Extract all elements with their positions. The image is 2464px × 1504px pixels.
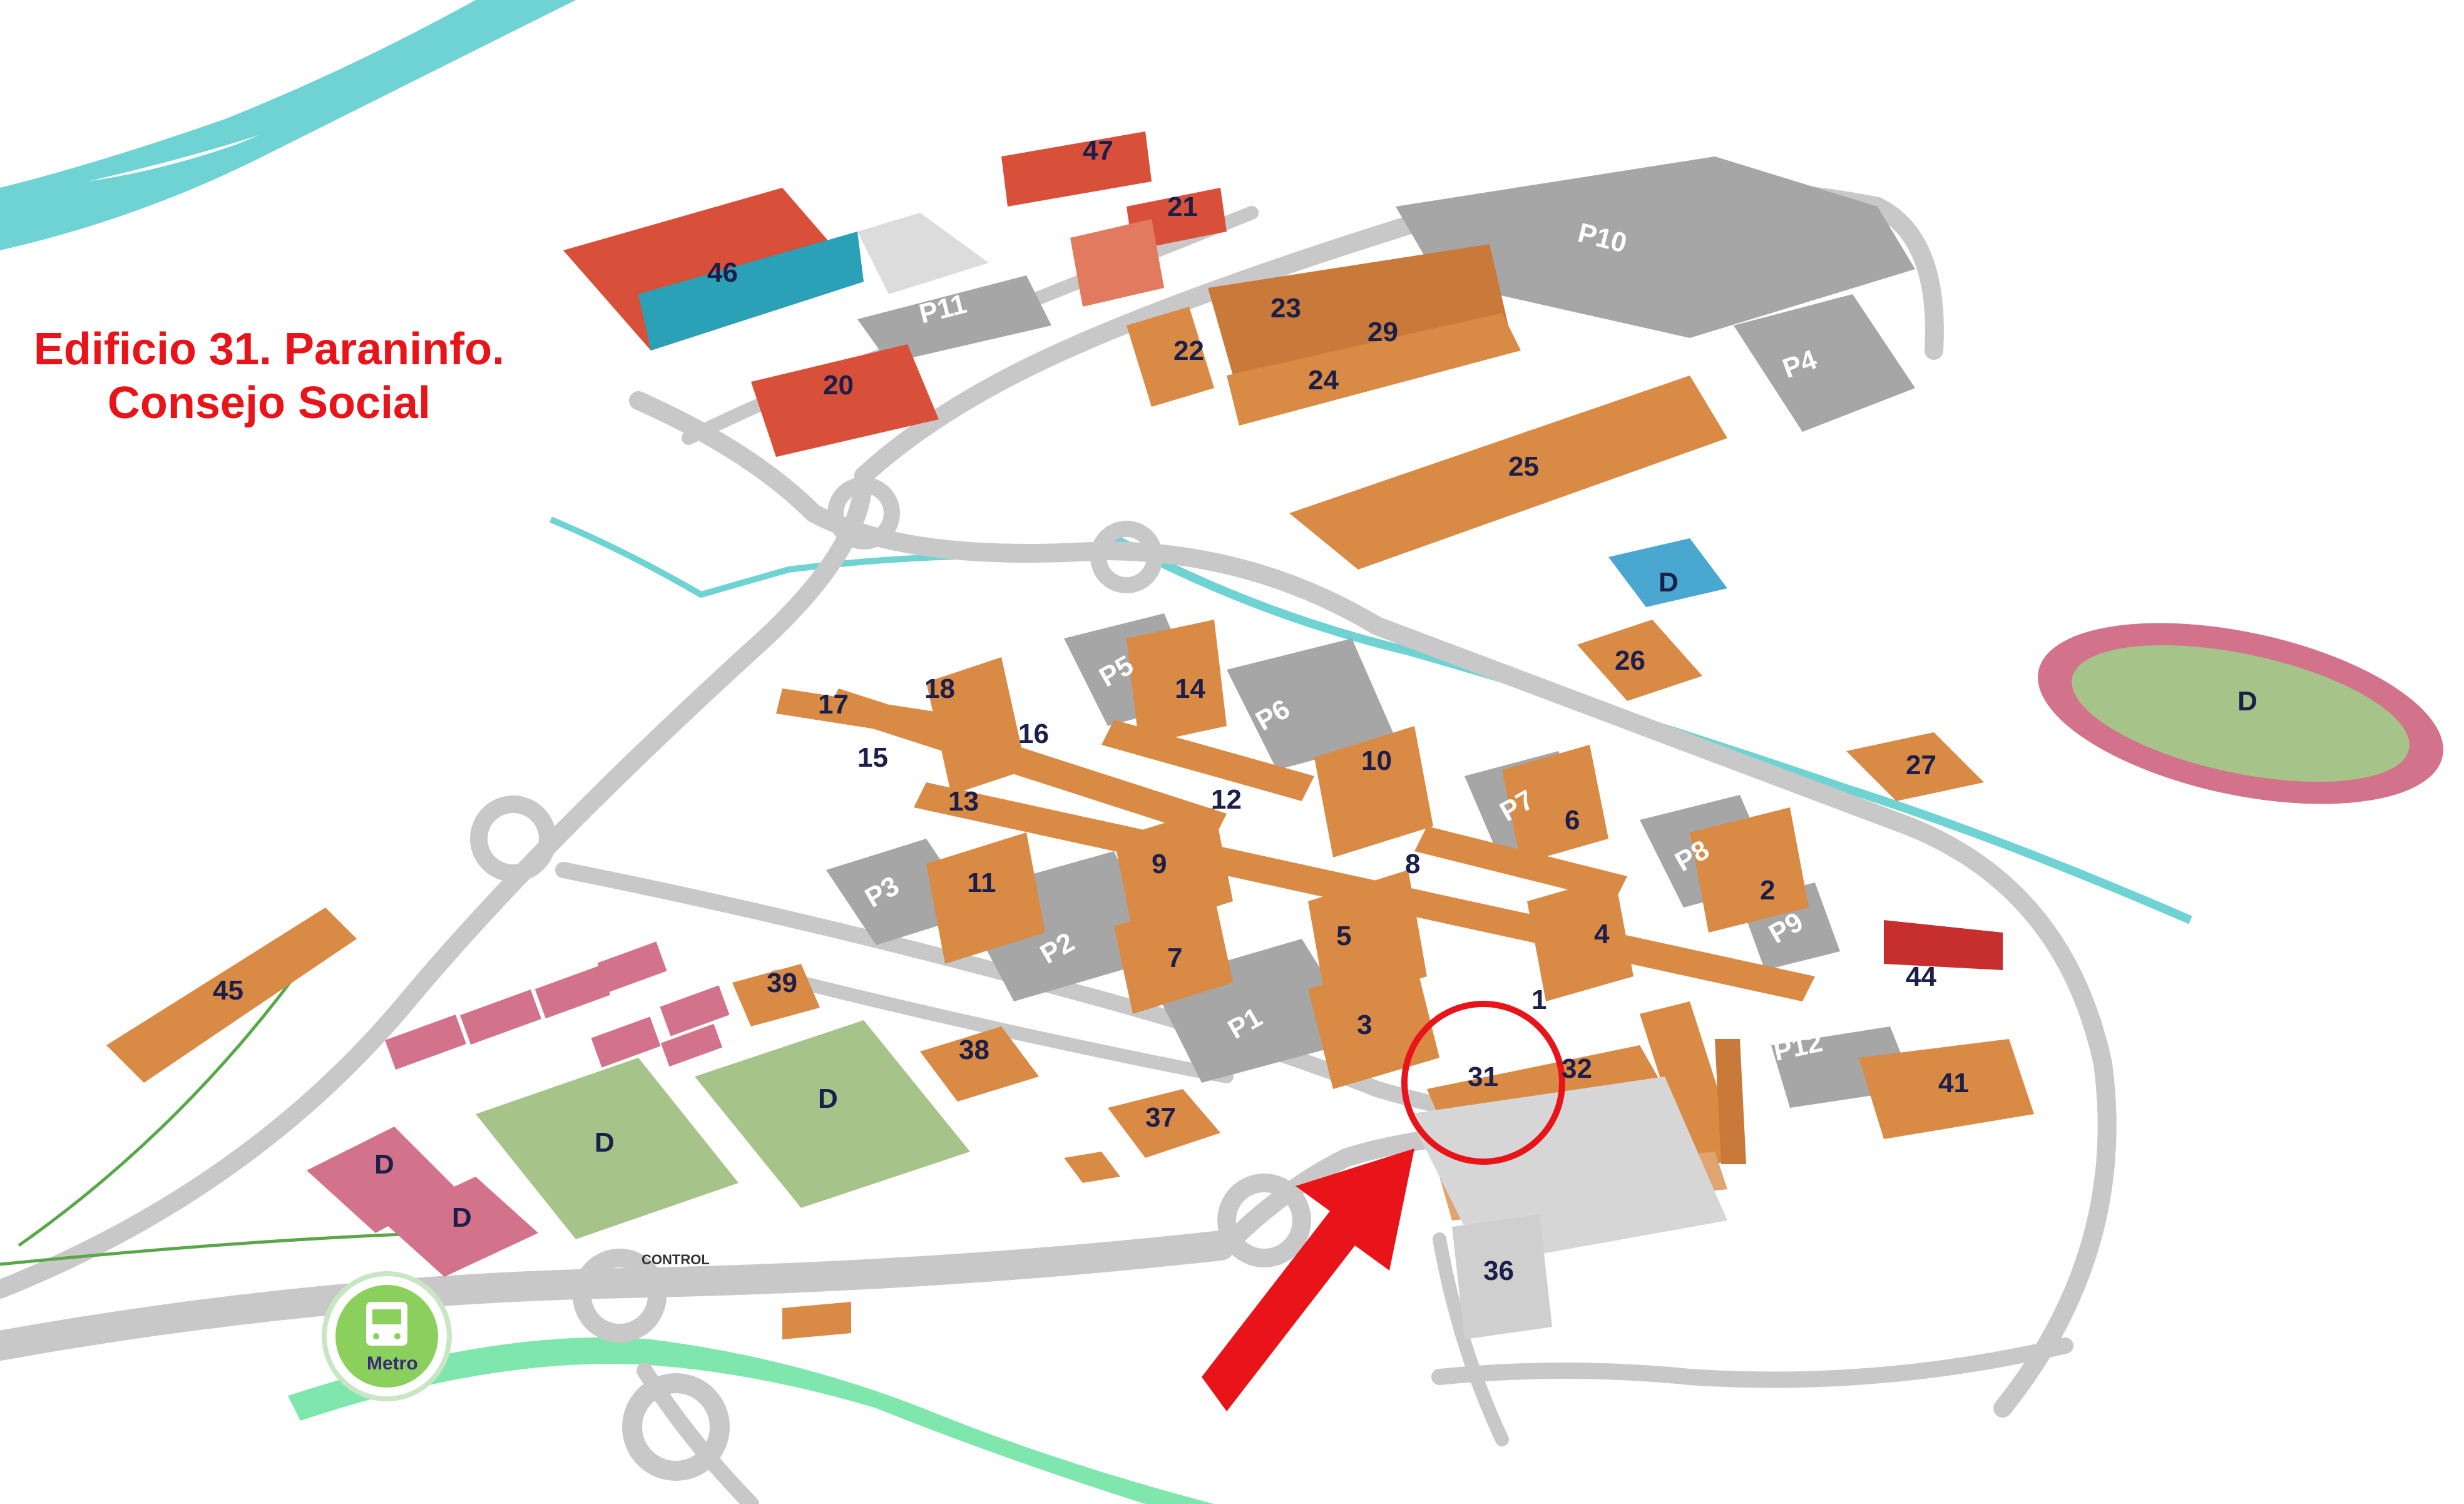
roundabout-center	[1090, 521, 1163, 593]
building-label-47: 47	[1083, 135, 1113, 166]
building-label-14: 14	[1175, 673, 1205, 704]
river-south	[288, 1337, 1214, 1504]
building-label-2: 2	[1760, 875, 1775, 906]
building-label-18: 18	[924, 673, 955, 704]
metro-label: Metro	[367, 1353, 418, 1374]
metro-train-icon	[366, 1302, 407, 1346]
building-label-7: 7	[1167, 943, 1182, 973]
building-label-26: 26	[1615, 645, 1645, 676]
roundabout-south	[622, 1373, 730, 1481]
building-label-39: 39	[767, 968, 797, 998]
river-north-body	[0, 0, 576, 200]
building-label-9: 9	[1152, 849, 1167, 879]
map-title-line-1: Edificio 31. Paraninfo.	[33, 324, 505, 374]
map-title-line-2: Consejo Social	[107, 378, 431, 428]
sports-label-d-3: D	[818, 1083, 838, 1114]
tower	[1715, 1039, 1746, 1164]
sports-label-d-4: D	[595, 1127, 615, 1158]
building-label-17: 17	[818, 689, 849, 720]
building-36-block	[1452, 1214, 1552, 1339]
sports-label-d-5: D	[374, 1149, 394, 1180]
sports-label-d-1: D	[1659, 567, 1679, 598]
building-label-29: 29	[1367, 317, 1398, 347]
building-label-12: 12	[1211, 784, 1242, 815]
building-label-31: 31	[1468, 1061, 1498, 1092]
building-label-41: 41	[1938, 1068, 1969, 1098]
building-label-38: 38	[959, 1035, 989, 1065]
sports-labels: D D D D D D	[374, 567, 2257, 1233]
paraninfo-complex	[1408, 1077, 1727, 1264]
green-path-2	[0, 1231, 439, 1266]
highlight-circle-31	[1401, 1001, 1565, 1165]
building-label-27: 27	[1906, 750, 1936, 780]
river-north-fill	[0, 0, 576, 250]
building-label-44: 44	[1906, 961, 1936, 992]
sports-label-d-6: D	[452, 1202, 472, 1233]
building-label-22: 22	[1173, 335, 1204, 366]
building-label-32: 32	[1562, 1053, 1592, 1084]
roundabout-control	[573, 1249, 667, 1343]
sports-fields	[307, 538, 2443, 1277]
building-label-15: 15	[857, 742, 888, 773]
building-label-6: 6	[1565, 805, 1580, 836]
building-label-45: 45	[213, 975, 243, 1006]
building-labels: 1 2 3 4 5 6 7 8 9 10 11 12 13 14 15 16 1…	[213, 135, 1969, 1286]
building-label-8: 8	[1405, 849, 1420, 879]
building-label-13: 13	[948, 786, 979, 817]
building-label-36: 36	[1483, 1256, 1514, 1286]
building-label-20: 20	[823, 370, 854, 401]
building-label-23: 23	[1270, 293, 1301, 324]
red-arrow-pointer	[1202, 1148, 1414, 1411]
metro-station	[322, 1271, 452, 1401]
control-label: CONTROL	[642, 1252, 710, 1267]
building-label-46: 46	[707, 257, 738, 288]
roundabout-west	[470, 795, 556, 882]
building-label-25: 25	[1508, 451, 1539, 482]
sports-label-d-2: D	[2237, 686, 2257, 717]
building-label-24: 24	[1308, 365, 1339, 396]
building-label-11: 11	[967, 867, 996, 898]
roundabout-north	[827, 477, 900, 550]
building-label-4: 4	[1594, 919, 1610, 949]
building-label-37: 37	[1145, 1102, 1176, 1133]
building-label-5: 5	[1336, 921, 1351, 951]
roundabout-east	[1217, 1174, 1311, 1267]
building-label-10: 10	[1361, 745, 1392, 776]
building-label-3: 3	[1357, 1010, 1372, 1040]
building-label-1: 1	[1531, 985, 1546, 1015]
building-label-21: 21	[1167, 192, 1198, 222]
red-buildings	[563, 131, 2003, 970]
building-label-16: 16	[1018, 719, 1049, 749]
green-path	[18, 950, 315, 1247]
